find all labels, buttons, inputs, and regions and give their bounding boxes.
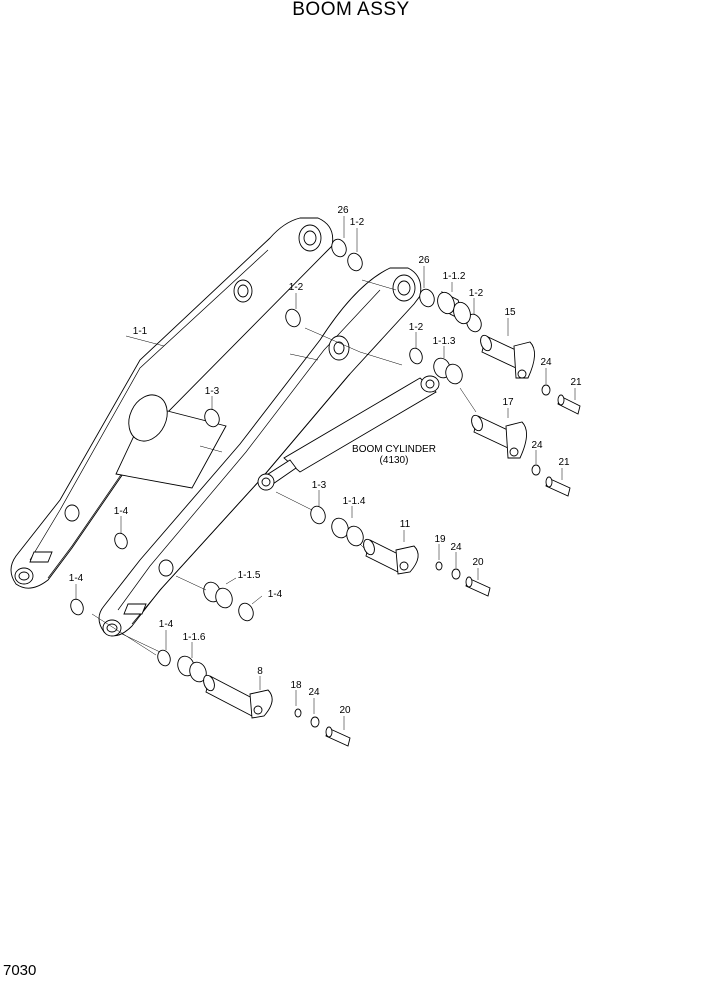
- label-1-1-6: 1-1.6: [183, 632, 206, 643]
- label-1-1-4: 1-1.4: [343, 496, 366, 507]
- cross-tube: [115, 394, 227, 489]
- label-24: 24: [450, 542, 462, 553]
- label-1-1-3: 1-1.3: [433, 336, 456, 347]
- label-19: 19: [434, 534, 446, 545]
- leader-lines: [75, 216, 576, 730]
- label-21: 21: [558, 457, 570, 468]
- page-title: BOOM ASSY: [292, 0, 410, 20]
- boom-cylinder: BOOM CYLINDER (4130): [257, 375, 440, 491]
- label-1-4: 1-4: [114, 506, 129, 517]
- label-1-1-5: 1-1.5: [238, 570, 261, 581]
- label-20: 20: [339, 705, 351, 716]
- boom-cylinder-ref: (4130): [380, 455, 409, 466]
- label-1-4: 1-4: [268, 589, 283, 600]
- label-26: 26: [418, 255, 430, 266]
- label-17: 17: [502, 397, 514, 408]
- label-1-4: 1-4: [69, 573, 84, 584]
- label-24: 24: [308, 687, 320, 698]
- part-labels: 26 1-2 26 1-1.2 1-2 1-2 15 1-2 1-1.3 24 …: [69, 205, 582, 716]
- label-24: 24: [531, 440, 543, 451]
- rings-and-bushings: [70, 238, 581, 747]
- label-1-4: 1-4: [159, 619, 174, 630]
- label-1-2: 1-2: [350, 217, 365, 228]
- label-1-3: 1-3: [205, 386, 220, 397]
- label-18: 18: [290, 680, 302, 691]
- label-11: 11: [400, 519, 411, 530]
- page-number: 7030: [3, 962, 37, 979]
- label-1-2: 1-2: [469, 288, 484, 299]
- label-24: 24: [540, 357, 552, 368]
- boom-cylinder-label: BOOM CYLINDER: [352, 444, 436, 455]
- left-boom-arm: [10, 217, 334, 589]
- label-21: 21: [570, 377, 582, 388]
- label-8: 8: [257, 666, 263, 677]
- label-15: 15: [504, 307, 516, 318]
- label-1-3: 1-3: [312, 480, 327, 491]
- label-1-2: 1-2: [289, 282, 304, 293]
- label-20: 20: [472, 557, 484, 568]
- right-boom-arm: [98, 267, 422, 637]
- label-1-1-2: 1-1.2: [443, 271, 466, 282]
- label-1-2: 1-2: [409, 322, 424, 333]
- label-1-1: 1-1: [133, 326, 148, 337]
- label-26: 26: [337, 205, 349, 216]
